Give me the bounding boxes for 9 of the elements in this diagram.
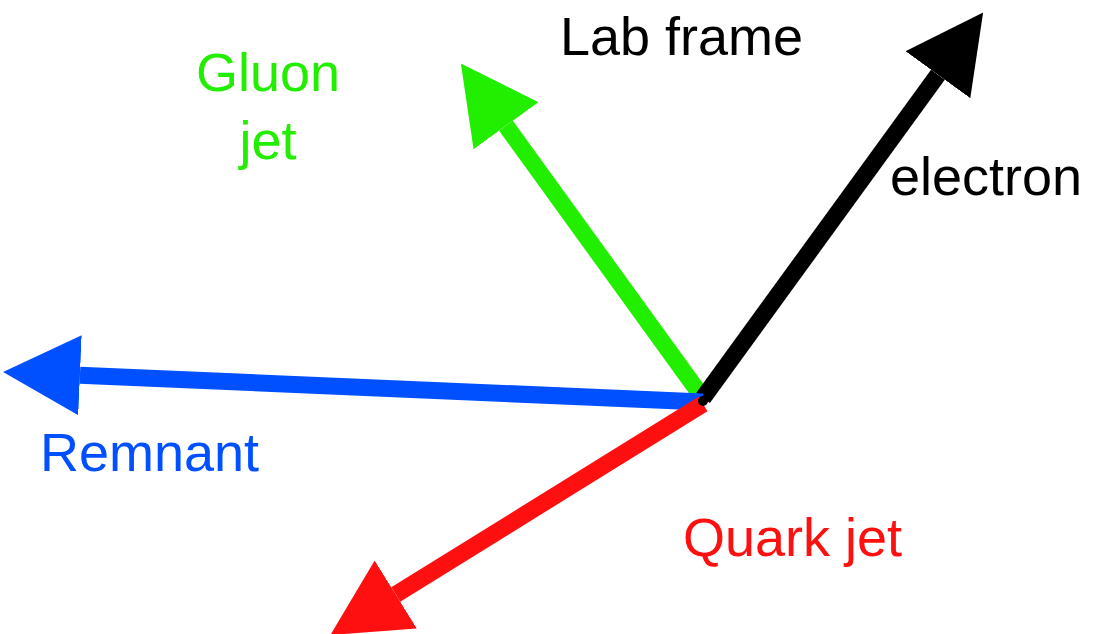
arrow-label: Remnant <box>40 418 260 486</box>
origin-point <box>698 396 708 406</box>
arrow <box>330 396 708 634</box>
arrow <box>3 335 704 416</box>
arrow-label: electron <box>890 142 1083 210</box>
title: Lab frame <box>560 5 804 68</box>
edge-label: Gluon jet <box>194 41 342 172</box>
edge-label: Quark jet <box>683 506 903 569</box>
arrow <box>696 12 984 403</box>
